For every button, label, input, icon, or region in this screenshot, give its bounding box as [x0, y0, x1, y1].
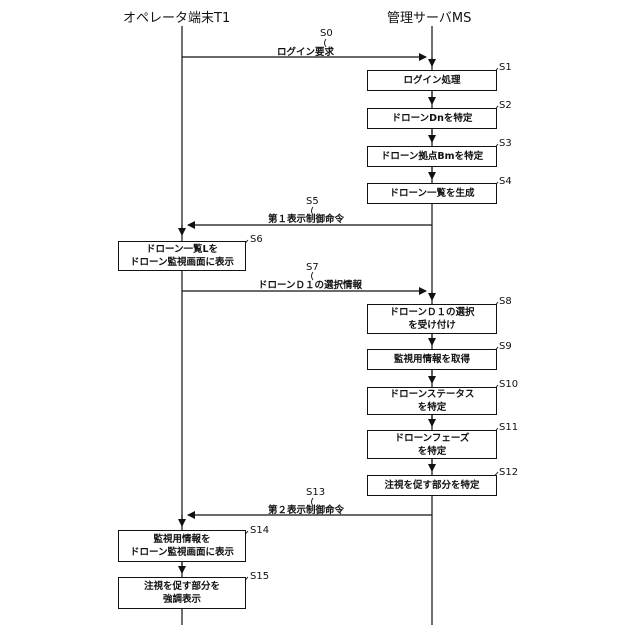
step-label-s13: S13 — [306, 487, 325, 498]
step-label-s10: S10 — [499, 379, 518, 390]
step-label-s9: S9 — [499, 341, 512, 352]
message-label-drone-selection-info: ドローンＤ１の選択情報 — [258, 277, 362, 291]
step-label-s2: S2 — [499, 100, 512, 111]
step-box-s11: ドローンフェーズ を特定 — [367, 430, 497, 459]
operator-terminal-label: オペレータ端末T1 — [123, 7, 230, 26]
step-label-s14: S14 — [250, 525, 269, 536]
step-box-s9: 監視用情報を取得 — [367, 349, 497, 370]
step-label-s6: S6 — [250, 234, 263, 245]
message-label-first-display-command: 第１表示制御命令 — [268, 211, 344, 225]
step-box-s3: ドローン拠点Bmを特定 — [367, 146, 497, 167]
step-label-s4: S4 — [499, 176, 512, 187]
step-label-s12: S12 — [499, 467, 518, 478]
message-label-login-request: ログイン要求 — [277, 44, 334, 58]
step-box-s1: ログイン処理 — [367, 70, 497, 91]
step-label-s11: S11 — [499, 422, 518, 433]
step-box-s8: ドローンＤ１の選択 を受け付け — [367, 304, 497, 334]
step-box-s10: ドローンステータス を特定 — [367, 387, 497, 415]
step-label-s5: S5 — [306, 196, 319, 207]
step-box-s14: 監視用情報を ドローン監視画面に表示 — [118, 530, 246, 562]
step-label-s1: S1 — [499, 62, 512, 73]
step-label-s3: S3 — [499, 138, 512, 149]
step-box-s2: ドローンDnを特定 — [367, 108, 497, 129]
step-box-s4: ドローン一覧を生成 — [367, 183, 497, 204]
management-server-label: 管理サーバMS — [387, 7, 471, 26]
step-label-s8: S8 — [499, 296, 512, 307]
step-label-s0: S0 — [320, 28, 333, 39]
message-label-second-display-command: 第２表示制御命令 — [268, 502, 344, 516]
step-box-s12: 注視を促す部分を特定 — [367, 475, 497, 496]
step-box-s15: 注視を促す部分を 強調表示 — [118, 577, 246, 609]
step-label-s7: S7 — [306, 262, 319, 273]
step-box-s6: ドローン一覧Lを ドローン監視画面に表示 — [118, 241, 246, 271]
step-label-s15: S15 — [250, 571, 269, 582]
